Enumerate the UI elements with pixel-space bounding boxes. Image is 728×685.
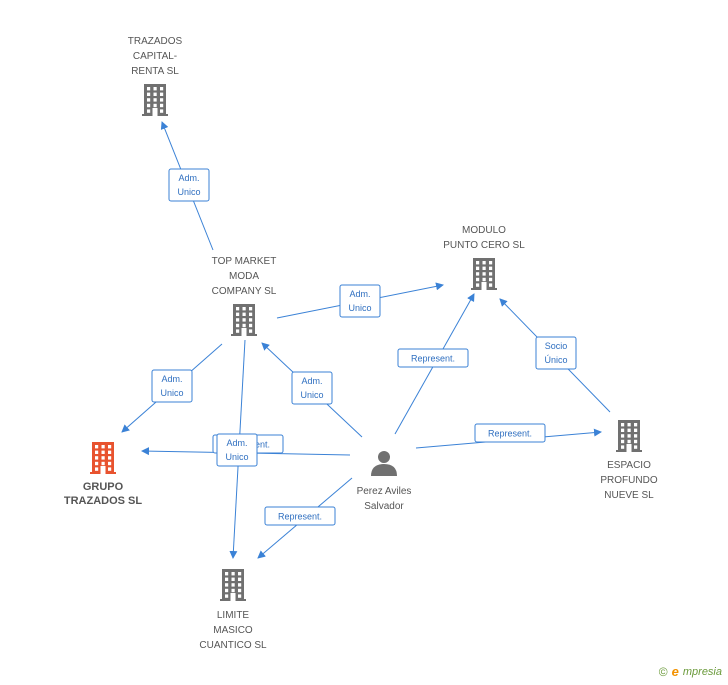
copyright-symbol: © [658, 664, 668, 679]
edge-label-perez-to-modulo[interactable]: Represent. [397, 348, 469, 368]
building-icon [220, 569, 246, 601]
edge-label-text: Unico [300, 390, 323, 400]
building-icon [142, 84, 168, 116]
edge-label-text: Adm. [161, 374, 182, 384]
node-limite[interactable]: LIMITE MASICO CUANTICO SL [199, 569, 267, 651]
node-label: TRAZADOS SL [64, 495, 143, 507]
edge-label-text: Represent. [278, 512, 322, 522]
node-trazados_capital[interactable]: TRAZADOS CAPITAL- RENTA SL [128, 36, 183, 116]
edge-label-text: Adm. [301, 376, 322, 386]
node-grupo[interactable]: GRUPO TRAZADOS SL [64, 442, 143, 507]
node-label: NUEVE SL [604, 490, 654, 501]
node-label: PUNTO CERO SL [443, 240, 525, 251]
node-label: MODA [229, 271, 259, 282]
node-label: GRUPO [83, 481, 124, 493]
edge-label-perez-to-espacio[interactable]: Represent. [474, 423, 546, 443]
edge-label-top_market-to-trazados_capital[interactable]: Adm. Unico [168, 168, 210, 202]
edge-label-perez-to-limite[interactable]: Represent. [264, 506, 336, 526]
edge-label-top_market-to-limite[interactable]: Adm. Unico [216, 433, 258, 467]
brand-name: mpresia [682, 665, 722, 678]
node-label: MODULO [462, 225, 506, 236]
node-modulo[interactable]: MODULO PUNTO CERO SL [443, 225, 525, 290]
node-label: RENTA SL [131, 66, 179, 77]
node-top_market[interactable]: TOP MARKET MODA COMPANY SL [212, 256, 277, 336]
edge-label-text: Único [544, 355, 567, 365]
node-label: TRAZADOS [128, 36, 183, 47]
node-label: LIMITE [217, 610, 250, 621]
edge-label-text: Adm. [178, 173, 199, 183]
building-icon [471, 258, 497, 290]
edge-label-text: Unico [177, 187, 200, 197]
edge-label-perez-to-top_market[interactable]: Adm. Unico [291, 371, 333, 405]
edge-label-top_market-to-grupo[interactable]: Adm. Unico [151, 369, 193, 403]
edge-label-text: Adm. [349, 289, 370, 299]
node-label: Salvador [364, 501, 404, 512]
building-icon [616, 420, 642, 452]
node-label: TOP MARKET [212, 256, 277, 267]
edge-label-text: Represent. [411, 354, 455, 364]
node-label: PROFUNDO [600, 475, 657, 486]
building-icon [231, 304, 257, 336]
building-icon [90, 442, 116, 474]
edge-label-text: Unico [160, 388, 183, 398]
node-label: ESPACIO [607, 460, 651, 471]
edge-label-text: Unico [348, 303, 371, 313]
node-label: COMPANY SL [212, 286, 277, 297]
node-label: CAPITAL- [133, 51, 177, 62]
brand-initial: e [671, 664, 679, 679]
node-espacio[interactable]: ESPACIO PROFUNDO NUEVE SL [600, 420, 658, 501]
edge-label-text: Unico [225, 452, 248, 462]
node-label: MASICO [213, 625, 253, 636]
edge-label-top_market-to-modulo[interactable]: Adm. Unico [339, 284, 381, 318]
node-label: CUANTICO SL [199, 640, 267, 651]
edge-label-text: Adm. [226, 438, 247, 448]
person-icon [371, 451, 397, 476]
node-label: Perez Aviles [357, 486, 412, 497]
edge-label-text: Socio [545, 341, 568, 351]
edge-label-text: Represent. [488, 429, 532, 439]
